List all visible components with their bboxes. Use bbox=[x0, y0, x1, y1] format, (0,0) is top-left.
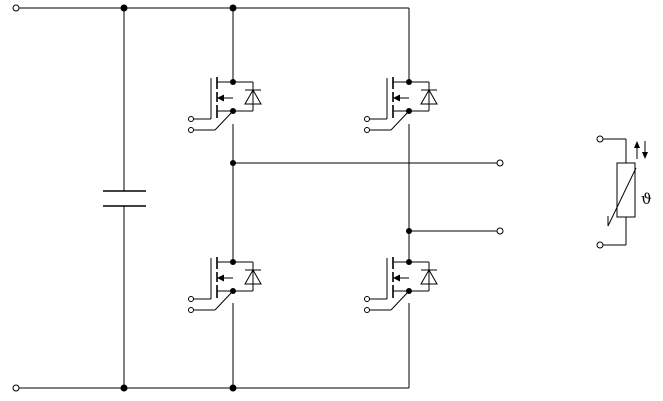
thermistor-symbol-label: ϑ bbox=[641, 190, 652, 208]
dc-bus-negative bbox=[12, 384, 409, 392]
output-terminal-right bbox=[496, 227, 504, 235]
right-leg bbox=[406, 8, 504, 388]
dc-link-capacitor bbox=[103, 8, 146, 388]
output-terminal-left bbox=[496, 159, 504, 167]
left-leg bbox=[230, 8, 504, 388]
mosfet-high-left bbox=[187, 76, 262, 134]
mosfet-high-right bbox=[363, 76, 438, 134]
ntc-thermistor: ϑ bbox=[596, 135, 652, 249]
mosfet-low-left bbox=[187, 256, 262, 314]
dc-bus-positive bbox=[12, 4, 409, 12]
mosfet-low-right bbox=[363, 256, 438, 314]
